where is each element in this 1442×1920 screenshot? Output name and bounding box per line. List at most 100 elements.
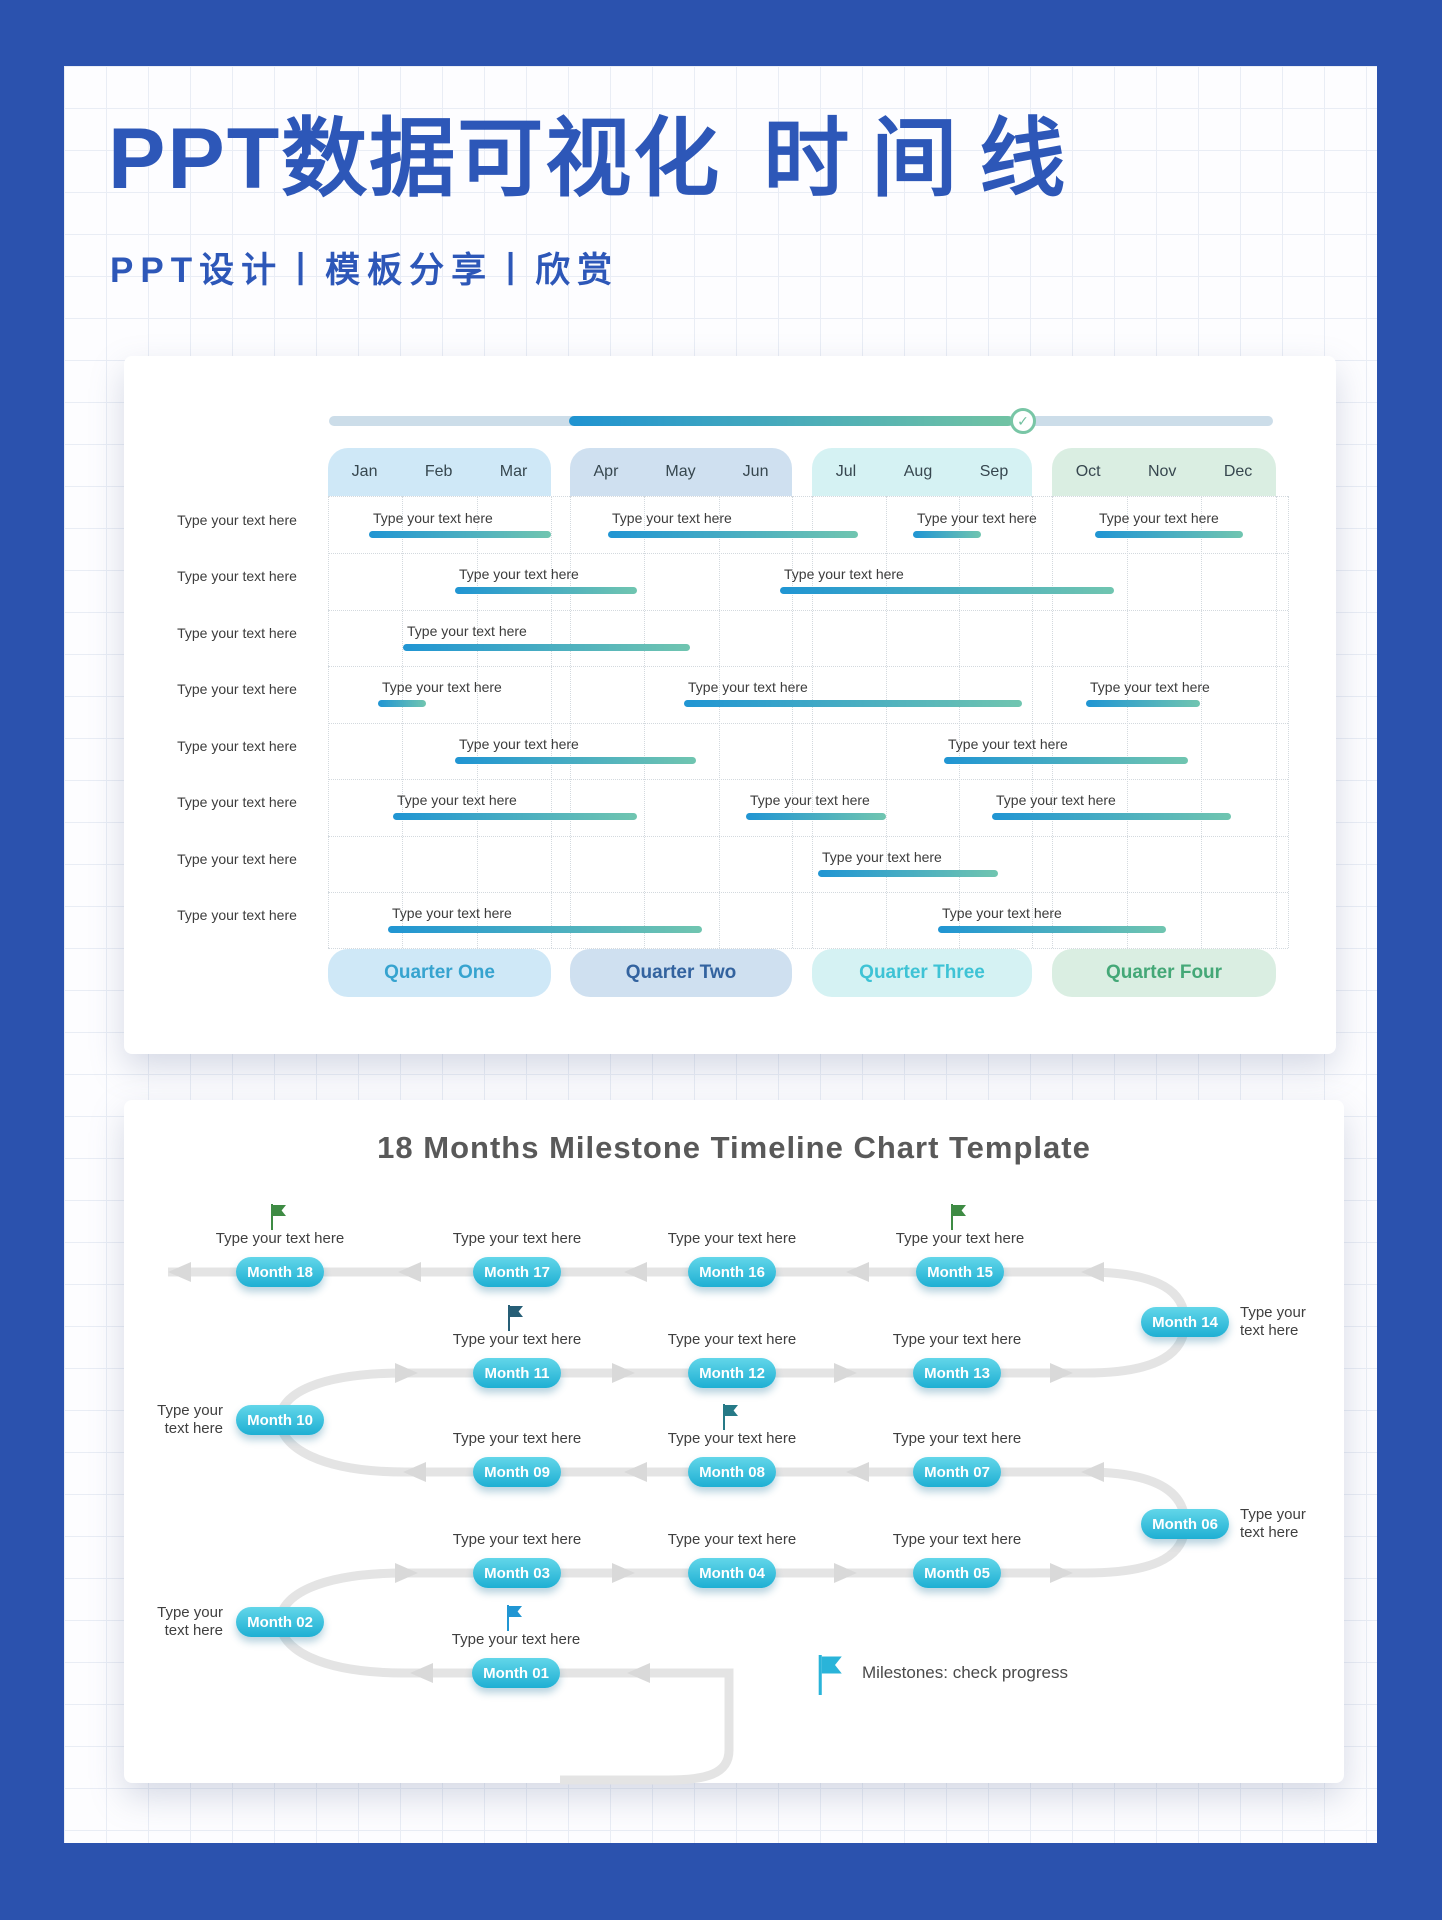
gantt-row-label: Type your text here	[177, 512, 297, 528]
arrowhead-right-icon	[834, 1563, 857, 1583]
milestone-side-label-line: text here	[164, 1622, 223, 1639]
month-pill: Month 11	[473, 1358, 561, 1388]
milestone-side-label-line: Type your	[157, 1604, 223, 1621]
month-label: Nov	[1147, 463, 1177, 480]
gantt-bar-label: Type your text here	[948, 736, 1068, 752]
gantt-row-label: Type your text here	[177, 738, 297, 754]
gantt-gridline-vertical	[402, 496, 403, 948]
milestone-item-label: Type your text here	[215, 1230, 345, 1247]
gantt-gridline-vertical	[477, 496, 478, 948]
month-pill: Month 15	[916, 1257, 1004, 1287]
gantt-bar	[1095, 531, 1243, 538]
milestone-side-label-line: Type your	[1240, 1304, 1306, 1321]
gantt-bar-label: Type your text here	[459, 566, 579, 582]
flag-icon	[507, 1605, 523, 1636]
arrowhead-right-icon	[834, 1363, 857, 1383]
gantt-gridline-vertical	[570, 496, 571, 948]
gantt-gridline-horizontal	[328, 779, 1288, 780]
gantt-bar-label: Type your text here	[373, 510, 493, 526]
month-pill: Month 03	[473, 1558, 561, 1588]
gantt-gridline-horizontal	[328, 496, 1288, 497]
month-pill: Month 05	[913, 1558, 1001, 1588]
gantt-bar	[378, 700, 426, 707]
gantt-gridline-vertical	[551, 496, 552, 948]
gantt-row-label: Type your text here	[177, 794, 297, 810]
gantt-gridline-vertical	[812, 496, 813, 948]
arrowhead-left-icon	[1081, 1462, 1104, 1482]
month-label: Jul	[835, 463, 857, 480]
month-pill: Month 02	[236, 1607, 324, 1637]
gantt-gridline-vertical	[1032, 496, 1033, 948]
gantt-bar-label: Type your text here	[996, 792, 1116, 808]
month-pill: Month 16	[688, 1257, 776, 1287]
month-pill: Month 09	[473, 1457, 561, 1487]
month-pill: Month 18	[236, 1257, 324, 1287]
milestone-side-label-line: Type your	[1240, 1506, 1306, 1523]
gantt-gridline-vertical	[644, 496, 645, 948]
gantt-bar	[684, 700, 1022, 707]
gantt-bar	[403, 644, 690, 651]
month-label: Jan	[351, 463, 378, 480]
arrowhead-right-icon	[395, 1563, 418, 1583]
milestone-item-label: Type your text here	[892, 1331, 1022, 1348]
gantt-gridline-vertical	[1052, 496, 1053, 948]
month-pill: Month 04	[688, 1558, 776, 1588]
gantt-bar-label: Type your text here	[382, 679, 502, 695]
month-pill: Month 08	[688, 1457, 776, 1487]
gantt-gridline-horizontal	[328, 948, 1288, 949]
gantt-bar	[944, 757, 1188, 764]
month-pill: Month 14	[1141, 1307, 1229, 1337]
milestone-item-label: Type your text here	[452, 1331, 582, 1348]
gantt-row-label: Type your text here	[177, 625, 297, 641]
gantt-gridline-vertical	[792, 496, 793, 948]
arrowhead-right-icon	[612, 1563, 635, 1583]
gantt-gridline-vertical	[1276, 496, 1277, 948]
quarter-pill: Quarter Three	[812, 949, 1032, 997]
month-label: May	[665, 463, 696, 480]
page-title-suffix: 时间线	[763, 111, 1088, 207]
milestone-item-label: Type your text here	[892, 1430, 1022, 1447]
gantt-bar-label: Type your text here	[750, 792, 870, 808]
quarter-pill: Quarter One	[328, 949, 551, 997]
gantt-bar	[746, 813, 886, 820]
gantt-bar-label: Type your text here	[784, 566, 904, 582]
gantt-bar	[1086, 700, 1200, 707]
milestone-side-label-line: text here	[164, 1420, 223, 1437]
milestone-item-label: Type your text here	[667, 1531, 797, 1548]
month-pill: Month 07	[913, 1457, 1001, 1487]
month-label: Dec	[1223, 463, 1253, 480]
gantt-bar-label: Type your text here	[942, 905, 1062, 921]
milestone-timeline-card	[124, 1100, 1344, 1783]
gantt-bar-label: Type your text here	[392, 905, 512, 921]
gantt-gridline-horizontal	[328, 836, 1288, 837]
month-label: Aug	[903, 463, 933, 480]
milestone-item-label: Type your text here	[667, 1430, 797, 1447]
legend-label: Milestones: check progress	[862, 1663, 1068, 1682]
milestone-chart-title: 18 Months Milestone Timeline Chart Templ…	[377, 1130, 1091, 1165]
month-pill: Month 10	[236, 1405, 324, 1435]
milestone-item-label: Type your text here	[452, 1430, 582, 1447]
arrowhead-left-icon	[410, 1663, 433, 1683]
milestone-side-label-line: text here	[1240, 1524, 1299, 1541]
gantt-bar-label: Type your text here	[1090, 679, 1210, 695]
gantt-gridline-vertical	[1201, 496, 1202, 948]
gantt-gridline-vertical	[1127, 496, 1128, 948]
month-pill: Month 01	[472, 1658, 560, 1688]
arrowhead-right-icon	[1050, 1363, 1073, 1383]
gantt-bar	[455, 587, 637, 594]
milestone-item-label: Type your text here	[892, 1531, 1022, 1548]
milestone-item-label: Type your text here	[452, 1531, 582, 1548]
quarter-pill: Quarter Two	[570, 949, 792, 997]
gantt-bar	[388, 926, 702, 933]
milestone-legend: Milestones: check progress	[818, 1655, 1068, 1700]
gantt-row-label: Type your text here	[177, 568, 297, 584]
month-pill: Month 06	[1141, 1509, 1229, 1539]
